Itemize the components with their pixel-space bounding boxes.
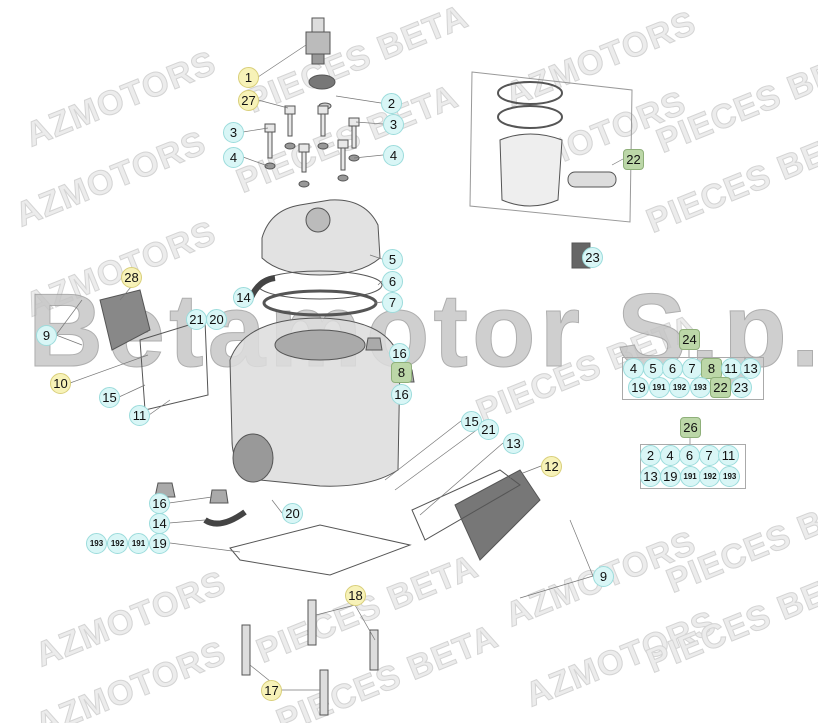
callout-11[interactable]: 11 — [720, 358, 742, 379]
callout-21[interactable]: 21 — [186, 309, 207, 330]
callout-18[interactable]: 18 — [345, 585, 366, 606]
callout-4[interactable]: 4 — [223, 147, 244, 168]
callout-7[interactable]: 7 — [681, 358, 703, 379]
callout-13[interactable]: 13 — [740, 358, 761, 379]
callout-15[interactable]: 15 — [461, 411, 482, 432]
exhaust-port — [232, 433, 274, 483]
callout-2[interactable]: 2 — [640, 445, 661, 466]
callout-9[interactable]: 9 — [593, 566, 614, 587]
callout-11[interactable]: 11 — [129, 405, 150, 426]
reed-cover — [454, 469, 541, 561]
callout-192[interactable]: 192 — [669, 377, 690, 398]
callout-3[interactable]: 3 — [383, 114, 404, 135]
side-cover-left — [99, 289, 151, 351]
callout-4[interactable]: 4 — [623, 358, 644, 379]
callout-1[interactable]: 1 — [238, 67, 259, 88]
callout-3[interactable]: 3 — [223, 122, 244, 143]
callout-17[interactable]: 17 — [261, 680, 282, 701]
callout-28[interactable]: 28 — [121, 267, 142, 288]
cover-gasket-left — [139, 319, 209, 411]
callout-19[interactable]: 19 — [659, 466, 681, 487]
callout-7[interactable]: 7 — [382, 292, 403, 313]
callout-19[interactable]: 19 — [149, 533, 170, 554]
spark-plug-seal — [308, 74, 336, 90]
callout-192[interactable]: 192 — [107, 533, 128, 554]
callout-8[interactable]: 8 — [391, 362, 412, 383]
callout-20[interactable]: 20 — [206, 309, 227, 330]
cover-gasket-right — [411, 469, 521, 541]
callout-193[interactable]: 193 — [689, 377, 711, 398]
base-oring — [262, 289, 378, 317]
callout-14[interactable]: 14 — [149, 513, 170, 534]
head-bolts — [264, 105, 360, 173]
callout-21[interactable]: 21 — [478, 419, 499, 440]
callout-16[interactable]: 16 — [389, 343, 410, 364]
callout-6[interactable]: 6 — [679, 445, 700, 466]
callout-27[interactable]: 27 — [238, 90, 259, 111]
callout-14[interactable]: 14 — [233, 287, 254, 308]
spark-plug — [305, 17, 331, 65]
callout-4[interactable]: 4 — [659, 445, 681, 466]
callout-2[interactable]: 2 — [381, 93, 402, 114]
callout-15[interactable]: 15 — [99, 387, 120, 408]
callout-11[interactable]: 11 — [718, 445, 739, 466]
leader-lines — [55, 44, 691, 691]
callout-16[interactable]: 16 — [149, 493, 170, 514]
callout-193[interactable]: 193 — [86, 533, 107, 554]
callout-9[interactable]: 9 — [36, 325, 57, 346]
hose — [203, 509, 247, 527]
callout-13[interactable]: 13 — [503, 433, 524, 454]
base-gasket — [229, 524, 412, 576]
callout-22[interactable]: 22 — [710, 377, 731, 398]
callout-6[interactable]: 6 — [662, 358, 683, 379]
callout-19[interactable]: 19 — [628, 377, 649, 398]
callout-7[interactable]: 7 — [698, 445, 720, 466]
callout-10[interactable]: 10 — [50, 373, 71, 394]
piston-pin — [567, 171, 617, 188]
callout-6[interactable]: 6 — [382, 271, 403, 292]
callout-24[interactable]: 24 — [679, 329, 700, 350]
kit-26-frame — [640, 444, 746, 489]
callout-5[interactable]: 5 — [642, 358, 664, 379]
callout-20[interactable]: 20 — [282, 503, 303, 524]
piston-kit-frame — [469, 71, 633, 223]
callout-4[interactable]: 4 — [383, 145, 404, 166]
callout-23[interactable]: 23 — [582, 247, 603, 268]
callout-12[interactable]: 12 — [541, 456, 562, 477]
callout-26[interactable]: 26 — [680, 417, 701, 438]
callout-13[interactable]: 13 — [640, 466, 661, 487]
callout-23[interactable]: 23 — [730, 377, 752, 398]
callout-22[interactable]: 22 — [623, 149, 644, 170]
callout-16[interactable]: 16 — [391, 384, 412, 405]
callout-191[interactable]: 191 — [648, 377, 670, 398]
callout-191[interactable]: 191 — [128, 533, 149, 554]
callout-5[interactable]: 5 — [382, 249, 403, 270]
cylinder-studs — [241, 599, 379, 716]
callout-193[interactable]: 193 — [719, 466, 741, 487]
piston — [499, 133, 563, 207]
callout-8[interactable]: 8 — [701, 358, 722, 379]
callout-191[interactable]: 191 — [679, 466, 701, 487]
kit-24-frame — [622, 357, 764, 400]
